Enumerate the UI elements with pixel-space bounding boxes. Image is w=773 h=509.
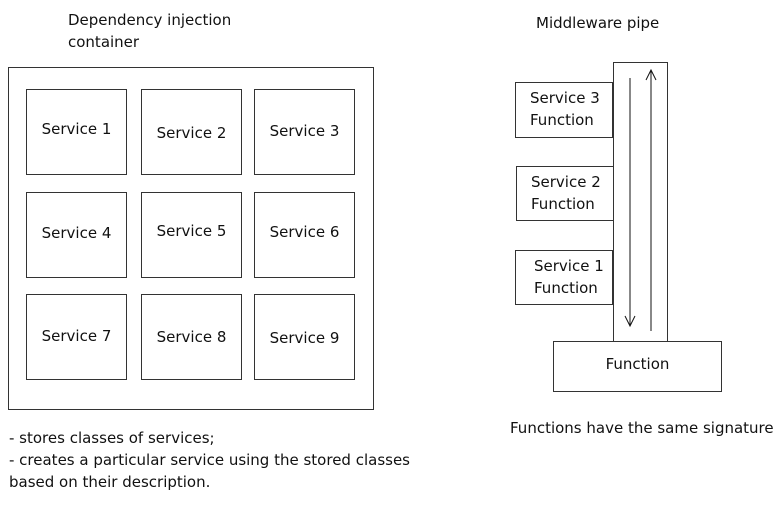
service-7-label: Service 7: [41, 327, 112, 345]
service-9-box: Service 9: [254, 294, 355, 380]
pipe-title: Middleware pipe: [536, 14, 660, 32]
service-2-label: Service 2: [156, 124, 227, 142]
service-3-box: Service 3: [254, 89, 355, 175]
service-5-box: Service 5: [141, 192, 242, 278]
pipe-item-service-3-line-2: Function: [530, 111, 594, 129]
di-note-3: based on their description.: [9, 473, 211, 491]
service-3-label: Service 3: [269, 122, 340, 140]
di-title: Dependency injection container: [68, 9, 231, 53]
service-8-box: Service 8: [141, 294, 242, 380]
di-title-line-2: container: [68, 33, 140, 51]
di-notes: - stores classes of services; - creates …: [9, 427, 410, 493]
pipe-item-service-1-line-1: Service 1: [534, 257, 604, 275]
service-7-box: Service 7: [26, 294, 127, 380]
up-arrow-head: [645, 68, 657, 81]
di-title-line-1: Dependency injection: [68, 11, 232, 29]
service-4-box: Service 4: [26, 192, 127, 278]
pipe-item-service-2-line-2: Function: [531, 195, 595, 213]
pipe-item-service-1: Service 1 Function: [515, 250, 613, 305]
pipe-item-service-2: Service 2 Function: [516, 166, 614, 221]
pipe-item-service-3: Service 3 Function: [515, 82, 613, 138]
pipe-item-service-3-line-1: Service 3: [530, 89, 600, 107]
service-6-label: Service 6: [269, 223, 340, 241]
service-4-label: Service 4: [41, 224, 112, 242]
service-1-box: Service 1: [26, 89, 127, 175]
pipe-base-function-box: Function: [553, 341, 722, 392]
down-arrow-head: [624, 315, 636, 328]
pipe-base-function-label: Function: [605, 354, 670, 373]
service-2-box: Service 2: [141, 89, 242, 175]
di-note-1: - stores classes of services;: [9, 429, 215, 447]
pipe-item-service-1-line-2: Function: [534, 279, 598, 297]
service-8-label: Service 8: [156, 328, 227, 346]
service-5-label: Service 5: [156, 222, 227, 240]
di-note-2: - creates a particular service using the…: [9, 451, 410, 469]
pipe-column: [613, 62, 668, 344]
service-6-box: Service 6: [254, 192, 355, 278]
service-9-label: Service 9: [269, 329, 340, 347]
pipe-item-service-2-line-1: Service 2: [531, 173, 601, 191]
pipe-caption: Functions have the same signature: [510, 419, 773, 437]
service-1-label: Service 1: [41, 120, 112, 138]
